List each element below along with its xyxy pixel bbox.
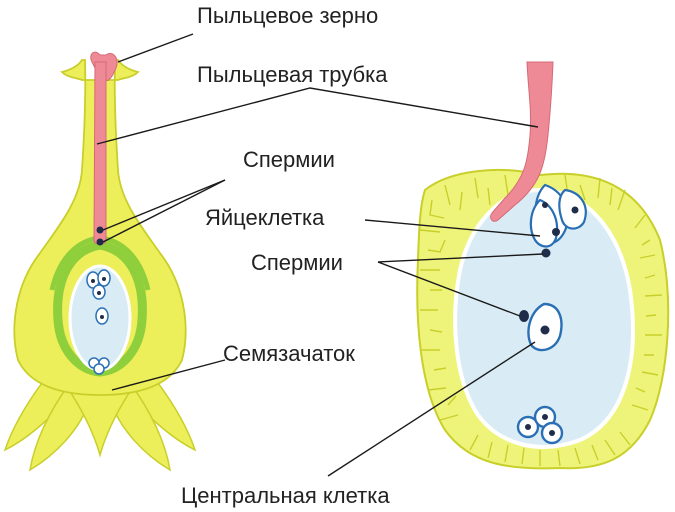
integument-cell-lines (419, 174, 663, 467)
sperm-left-2 (96, 238, 104, 246)
leader-central-cell (327, 341, 536, 477)
sperm-right-1 (541, 248, 551, 258)
pollen-tube-right (490, 61, 554, 222)
egg-apparatus-left (86, 269, 111, 300)
leader-sperm-left-1 (102, 179, 226, 231)
antipodal-cells-right (516, 405, 564, 445)
central-cell-left (95, 307, 109, 325)
label-pollen-tube: Пыльцевая трубка (197, 62, 388, 87)
leader-sperm-left-2 (102, 179, 226, 243)
leader-ovule (111, 359, 226, 391)
sepal-right-inner (109, 378, 172, 472)
leader-egg-cell (364, 219, 541, 237)
pistil (3, 51, 197, 472)
ovule-detail (416, 61, 670, 470)
sepal-left-inner (28, 378, 91, 472)
label-pollen-grain: Пыльцевое зерно (197, 3, 378, 28)
leader-pollen-tube (96, 87, 539, 145)
pollen-tube-left (93, 61, 107, 245)
antipodal-cells-left (88, 357, 110, 375)
sperm-left-1 (96, 226, 104, 234)
label-sperm-left: Спермии (243, 147, 335, 172)
leader-sperm-right-2 (377, 261, 521, 317)
label-ovule: Семязачаток (223, 341, 355, 366)
label-central-cell: Центральная клетка (181, 483, 390, 508)
sperm-right-2 (519, 310, 529, 322)
leader-sperm-right-1 (377, 253, 544, 263)
leader-lines (96, 33, 544, 477)
label-sperm-right: Спермии (251, 250, 343, 275)
leader-pollen-grain (117, 33, 194, 63)
labels: Пыльцевое зерно Пыльцевая трубка Спермии… (181, 3, 390, 508)
egg-apparatus-right (529, 183, 587, 248)
label-egg-cell: Яйцеклетка (205, 205, 325, 230)
central-cell-right (527, 302, 563, 352)
